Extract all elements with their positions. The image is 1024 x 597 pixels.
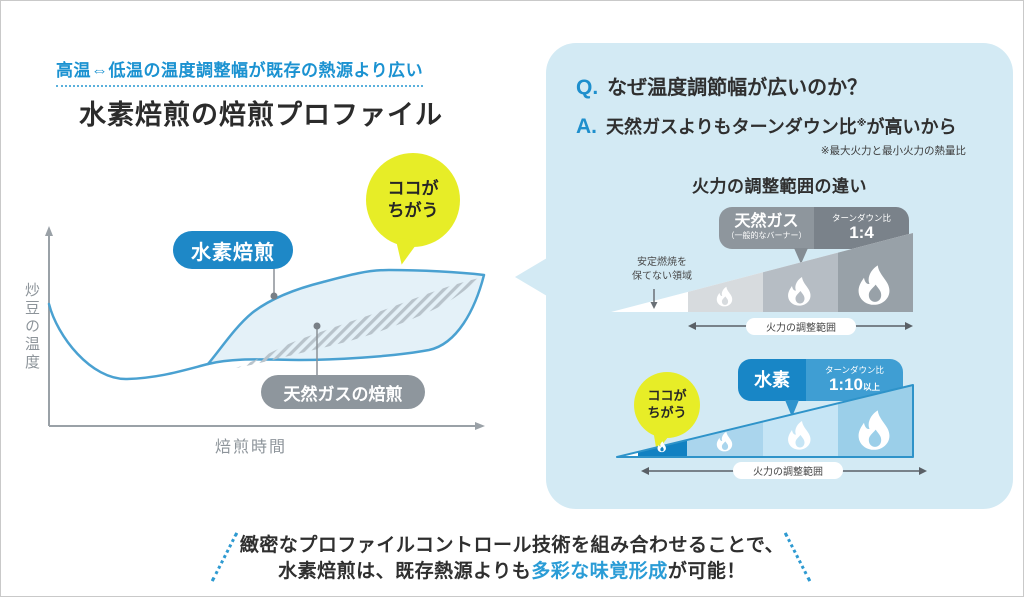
answer-row: A. 天然ガスよりもターンダウン比※が高いから [576, 113, 956, 139]
fire-range-title: 火力の調整範囲の違い [692, 177, 867, 196]
difference-callout-small-line1: ココが [647, 388, 687, 404]
gas-burner-subtitle: （一般的なバーナー） [726, 231, 807, 241]
difference-callout-small-line2: ちがう [647, 405, 687, 420]
answer-footnote: ※最大火力と最小火力の熱量比 [820, 145, 966, 157]
difference-callout-small: ココが ちがう [634, 372, 700, 438]
hydrogen-turndown-suffix: 以上 [863, 382, 881, 393]
hydrogen-roast-label: 水素焙煎 [191, 241, 275, 264]
hydrogen-roast-badge: 水素焙煎 [173, 231, 293, 269]
x-axis-label: 焙煎時間 [214, 439, 287, 456]
unstable-region-label: 安定燃焼を 保てない領域 [612, 256, 712, 283]
unstable-region-line1: 安定燃焼を [637, 257, 687, 268]
y-axis-label: 炒豆の温度 [23, 282, 40, 372]
difference-callout-tail [392, 237, 420, 267]
footer-line2-pre: 水素焙煎は、既存熱源よりも [278, 561, 532, 582]
profile-leadin-curve [47, 302, 210, 381]
hydrogen-turndown-label: ターンダウン比 [824, 365, 885, 376]
answer-prefix: A. [576, 115, 597, 138]
gas-burner-name: 天然ガス [734, 213, 799, 231]
gas-badge-pointer [313, 322, 321, 378]
gas-range-label: 火力の調整範囲 [746, 318, 856, 335]
hydrogen-burner-badge: 水素 ターンダウン比 1:10以上 [738, 359, 903, 401]
qa-panel-tail [515, 258, 547, 296]
gas-roast-label: 天然ガスの焙煎 [283, 384, 403, 404]
answer-text: 天然ガスよりもターンダウン比※が高いから [606, 113, 956, 139]
difference-callout-line2: ちがう [387, 201, 439, 220]
gas-roast-badge: 天然ガスの焙煎 [261, 375, 425, 409]
footer-line2: 水素焙煎は、既存熱源よりも多彩な味覚形成が可能！ [1, 556, 1023, 583]
difference-callout-line1: ココが [387, 178, 439, 198]
unstable-region-line2: 保てない領域 [632, 270, 692, 282]
footer-line2-post: が可能！ [667, 561, 746, 582]
gas-wedge-chart [611, 233, 913, 330]
hydrogen-burner-name: 水素 [754, 369, 790, 390]
roast-profile-chart [45, 226, 486, 430]
answer-text-pre: 天然ガスよりもターンダウン比 [606, 117, 857, 137]
question-row: Q. なぜ温度調節幅が広いのか？ [576, 71, 867, 100]
page-title: 水素焙煎の焙煎プロファイル [79, 100, 443, 130]
chart-axes [45, 226, 485, 430]
gas-burner-badge-tail [794, 248, 808, 264]
tagline: 高温⇔低温の温度調整幅が既存の熱源より広い [56, 56, 424, 87]
gas-profile-band [236, 278, 479, 368]
profile-envelope [206, 268, 486, 366]
answer-text-post: が高いから [866, 117, 957, 137]
gas-turndown-value: 1:4 [849, 223, 874, 243]
unstable-region-arrow [650, 289, 658, 309]
qa-panel: Q. なぜ温度調節幅が広いのか？ A. 天然ガスよりもターンダウン比※が高いから… [515, 43, 1013, 509]
hydrogen-burner-name-cell: 水素 [738, 359, 806, 401]
difference-callout: ココが ちがう [366, 153, 460, 247]
hydrogen-range-label: 火力の調整範囲 [733, 462, 843, 479]
gas-turndown-label: ターンダウン比 [831, 213, 892, 224]
question-prefix: Q. [576, 76, 599, 99]
gas-burner-name-cell: 天然ガス （一般的なバーナー） [719, 207, 814, 249]
hydrogen-turndown-value: 1:10以上 [828, 375, 881, 395]
footer-line1: 緻密なプロファイルコントロール技術を組み合わせることで、 [239, 535, 785, 556]
reference-mark: ※ [856, 118, 867, 129]
hydrogen-turndown-number: 1:10 [828, 375, 863, 395]
footer-line2-highlight: 多彩な味覚形成 [531, 561, 668, 582]
hydrogen-wedge-outline [616, 384, 914, 458]
hydrogen-badge-pointer [270, 269, 278, 300]
question-text: なぜ温度調節幅が広いのか？ [607, 77, 868, 99]
